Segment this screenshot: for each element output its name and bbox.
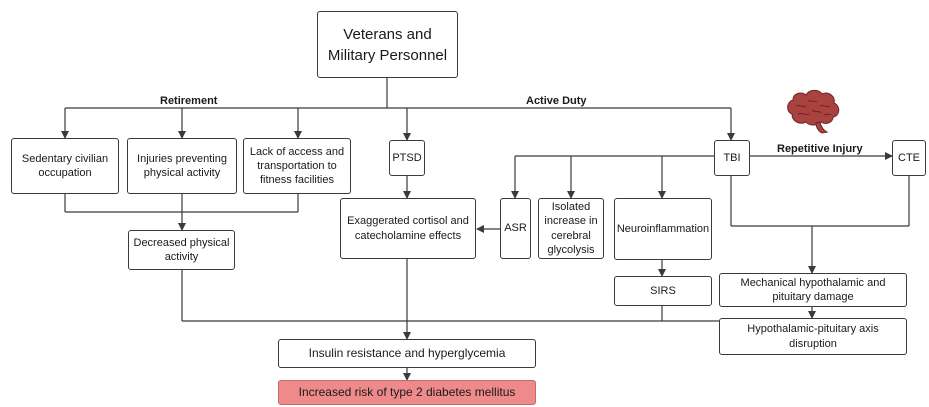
- node-hpa-disruption: Hypothalamic-pituitary axis disruption: [719, 318, 907, 355]
- node-asr: ASR: [500, 198, 531, 259]
- node-insulin-resistance: Insulin resistance and hyperglycemia: [278, 339, 536, 368]
- edge-label-repetitive-injury: Repetitive Injury: [777, 143, 863, 155]
- node-neuroinflammation: Neuroinflammation: [614, 198, 712, 260]
- node-lack-of-access: Lack of access and transportation to fit…: [243, 138, 351, 194]
- node-mechanical-damage: Mechanical hypothalamic and pituitary da…: [719, 273, 907, 307]
- node-diabetes-risk: Increased risk of type 2 diabetes mellit…: [278, 380, 536, 405]
- node-decreased-activity: Decreased physical activity: [128, 230, 235, 270]
- node-veterans: Veterans and Military Personnel: [317, 11, 458, 78]
- node-cerebral-glycolysis: Isolated increase in cerebral glycolysis: [538, 198, 604, 259]
- node-sirs: SIRS: [614, 276, 712, 306]
- node-tbi: TBI: [714, 140, 750, 176]
- node-injuries: Injuries preventing physical activity: [127, 138, 237, 194]
- edge-label-active-duty: Active Duty: [526, 95, 587, 107]
- edge-label-retirement: Retirement: [160, 95, 218, 107]
- brain-icon: [787, 89, 840, 134]
- node-cortisol: Exaggerated cortisol and catecholamine e…: [340, 198, 476, 259]
- node-cte: CTE: [892, 140, 926, 176]
- node-sedentary-occupation: Sedentary civilian occupation: [11, 138, 119, 194]
- node-ptsd: PTSD: [389, 140, 425, 176]
